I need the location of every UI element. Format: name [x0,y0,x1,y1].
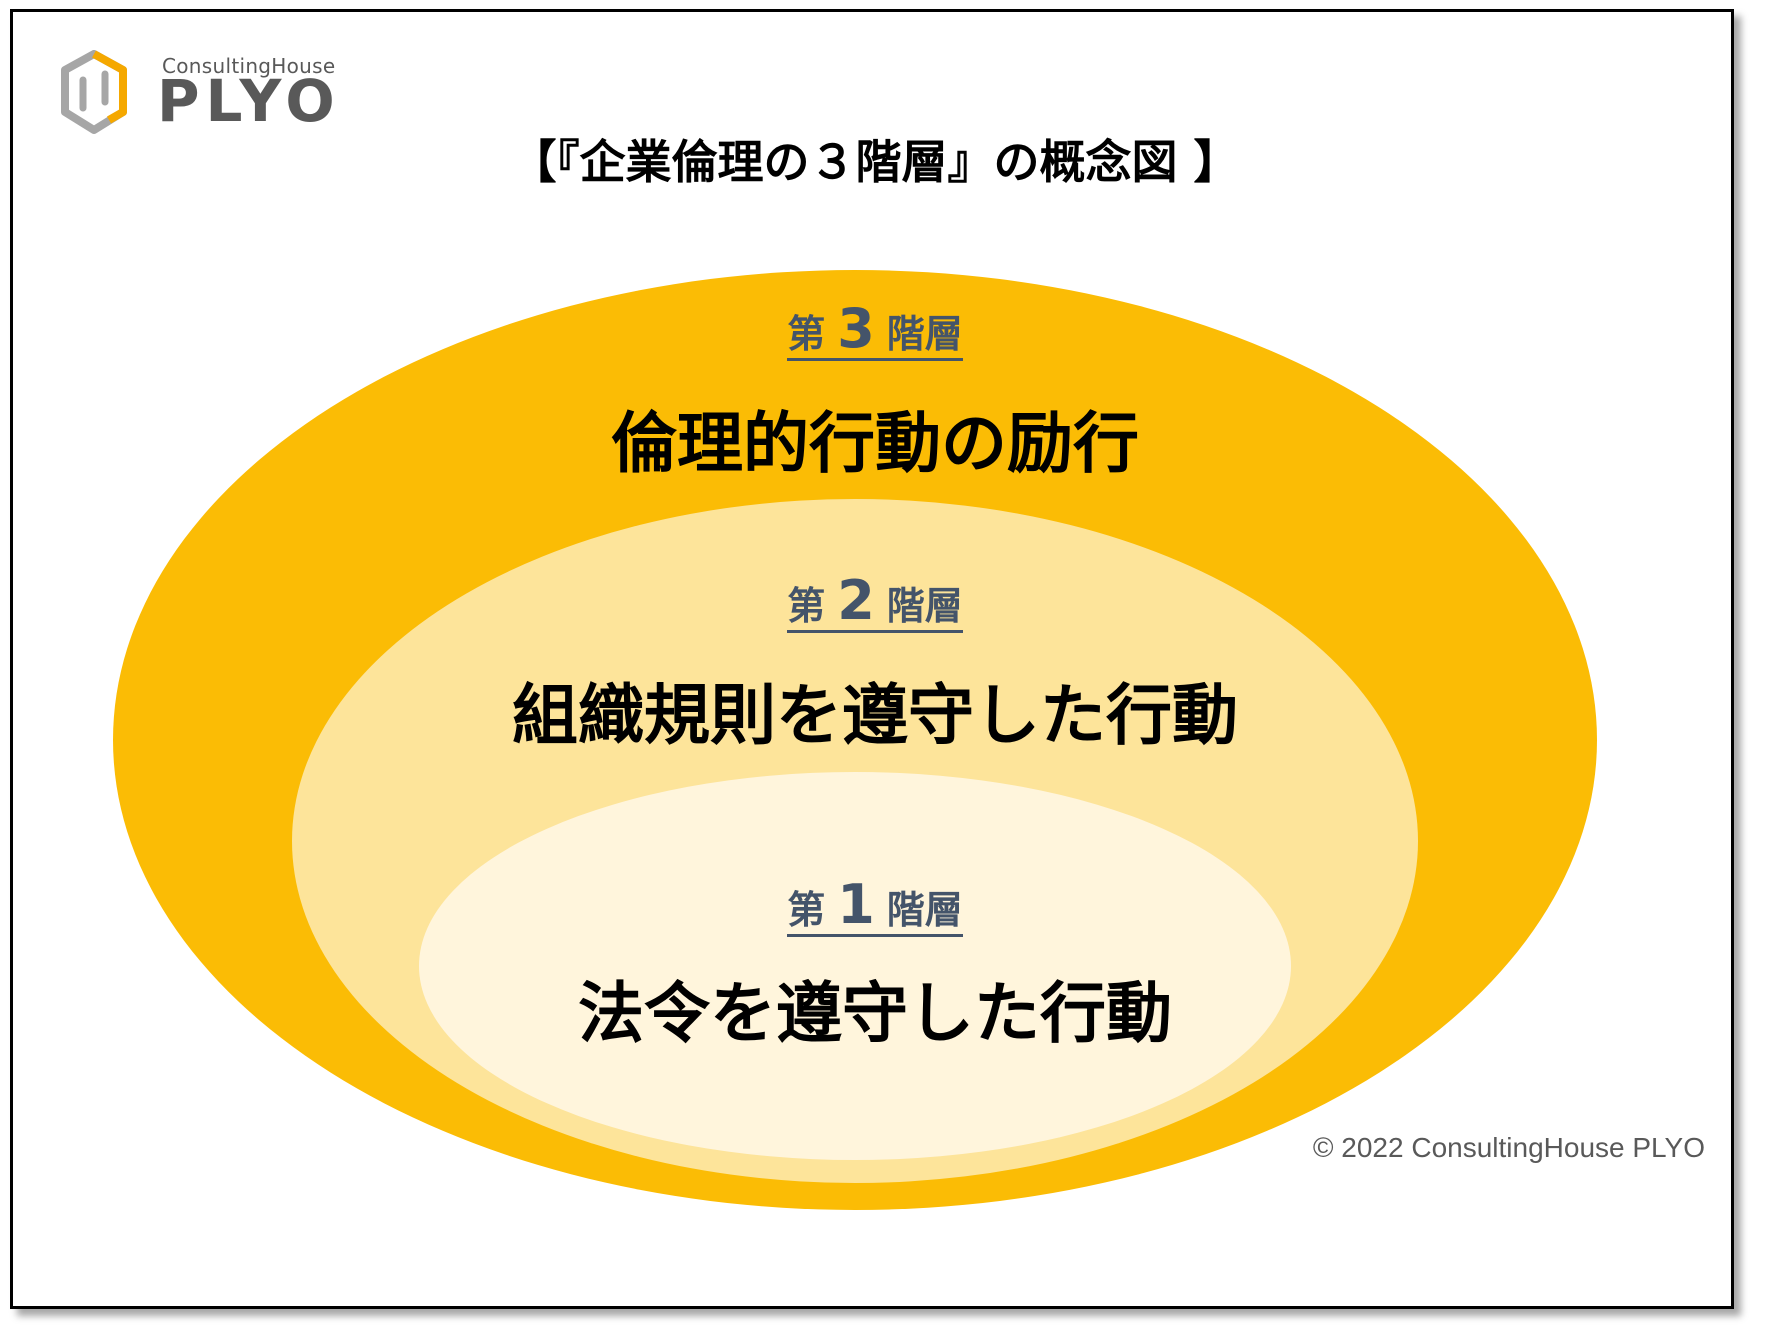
level-3-prefix: 第 [787,312,826,356]
level-3-text: 倫理的行動の励行 [611,405,1139,482]
page-title: 【『企業倫理の３階層』の概念図 】 [510,135,1240,189]
level-3-suffix: 階層 [886,312,963,356]
level-2-prefix: 第 [787,584,826,628]
level-1-number: 1 [837,873,875,936]
inner-ellipse-level-1 [419,772,1291,1160]
hexagon-logo-icon [61,50,127,134]
ellipse-diagram [113,270,1597,1210]
logo-subtitle: ConsultingHouse [162,54,336,78]
level-2-suffix: 階層 [886,584,963,628]
level-1-text: 法令を遵守した行動 [578,975,1172,1052]
logo-name: PLYO [157,67,341,135]
level-2-text: 組織規則を遵守した行動 [512,677,1238,754]
slide-frame: ConsultingHouse PLYO 【『企業倫理の３階層』の概念図 】 第… [10,9,1734,1309]
level-1-suffix: 階層 [886,888,963,932]
level-3-number: 3 [837,297,875,360]
logo: ConsultingHouse PLYO [61,50,381,140]
level-2-number: 2 [837,569,875,632]
level-1-prefix: 第 [787,888,826,932]
copyright: © 2022 ConsultingHouse PLYO [1312,1132,1705,1163]
